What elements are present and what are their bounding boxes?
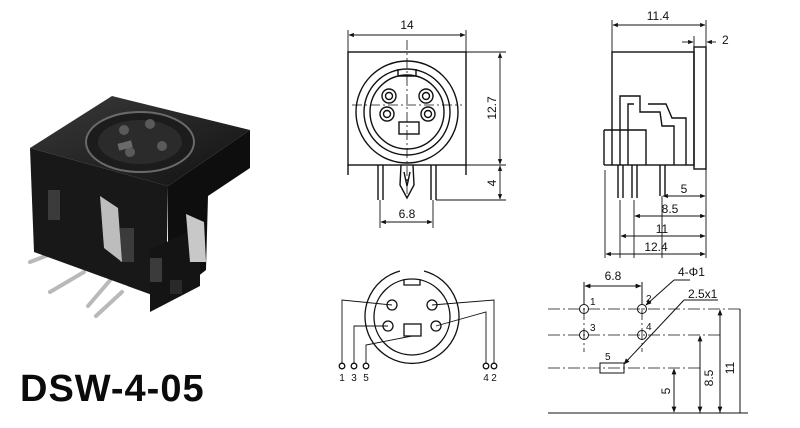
- hole-4: [637, 330, 647, 340]
- dim-side-8-5: 8.5: [662, 202, 679, 216]
- dim-pcb-11: 11: [723, 361, 737, 374]
- side-view: [603, 46, 707, 198]
- pcb-pin-5: 5: [605, 352, 611, 363]
- dim-front-height: 12.7: [485, 96, 499, 120]
- dim-pcb-hole: 4-Φ1: [678, 265, 705, 279]
- dim-side-11: 11: [656, 222, 669, 236]
- side-dimensions: [604, 20, 716, 258]
- pcb-pin-1: 1: [590, 297, 596, 308]
- side-flange: [693, 46, 707, 170]
- dim-side-flange: 2: [722, 33, 729, 47]
- hole-3: [579, 330, 589, 340]
- hole-2: [637, 304, 647, 314]
- slot-5: [599, 362, 625, 374]
- wire-label-3: 3: [351, 373, 357, 384]
- wire-label-5: 5: [363, 373, 369, 384]
- wire-label-2: 2: [491, 373, 497, 384]
- dim-side-5: 5: [681, 182, 688, 196]
- pcb-layout: [548, 279, 748, 414]
- dim-pcb-8-5: 8.5: [702, 369, 716, 386]
- side-body: [611, 51, 695, 166]
- front-view: [347, 40, 467, 200]
- dim-front-pin-length: 4: [485, 179, 499, 186]
- wire-label-4: 4: [483, 373, 489, 384]
- front-body: [347, 51, 467, 166]
- dim-front-pin-spacing: 6.8: [399, 207, 416, 221]
- hole-1: [579, 304, 589, 314]
- dim-pcb-slot: 2.5x1: [688, 287, 718, 301]
- front-dimensions: [347, 30, 506, 228]
- dim-front-width: 14: [400, 18, 414, 32]
- pcb-pin-3: 3: [590, 323, 596, 334]
- dim-pcb-spacing: 6.8: [605, 269, 622, 283]
- wiring-view: [338, 270, 498, 370]
- pcb-pin-4: 4: [646, 322, 652, 333]
- wire-label-1: 1: [339, 373, 345, 384]
- pcb-pin-2: 2: [646, 294, 652, 305]
- dim-side-12-4: 12.4: [644, 240, 668, 254]
- wiring-socket-outer: [364, 270, 460, 365]
- product-photo: [28, 96, 250, 318]
- model-number: DSW-4-05: [20, 368, 205, 410]
- dim-side-depth: 11.4: [647, 9, 670, 23]
- dim-pcb-5: 5: [659, 387, 673, 394]
